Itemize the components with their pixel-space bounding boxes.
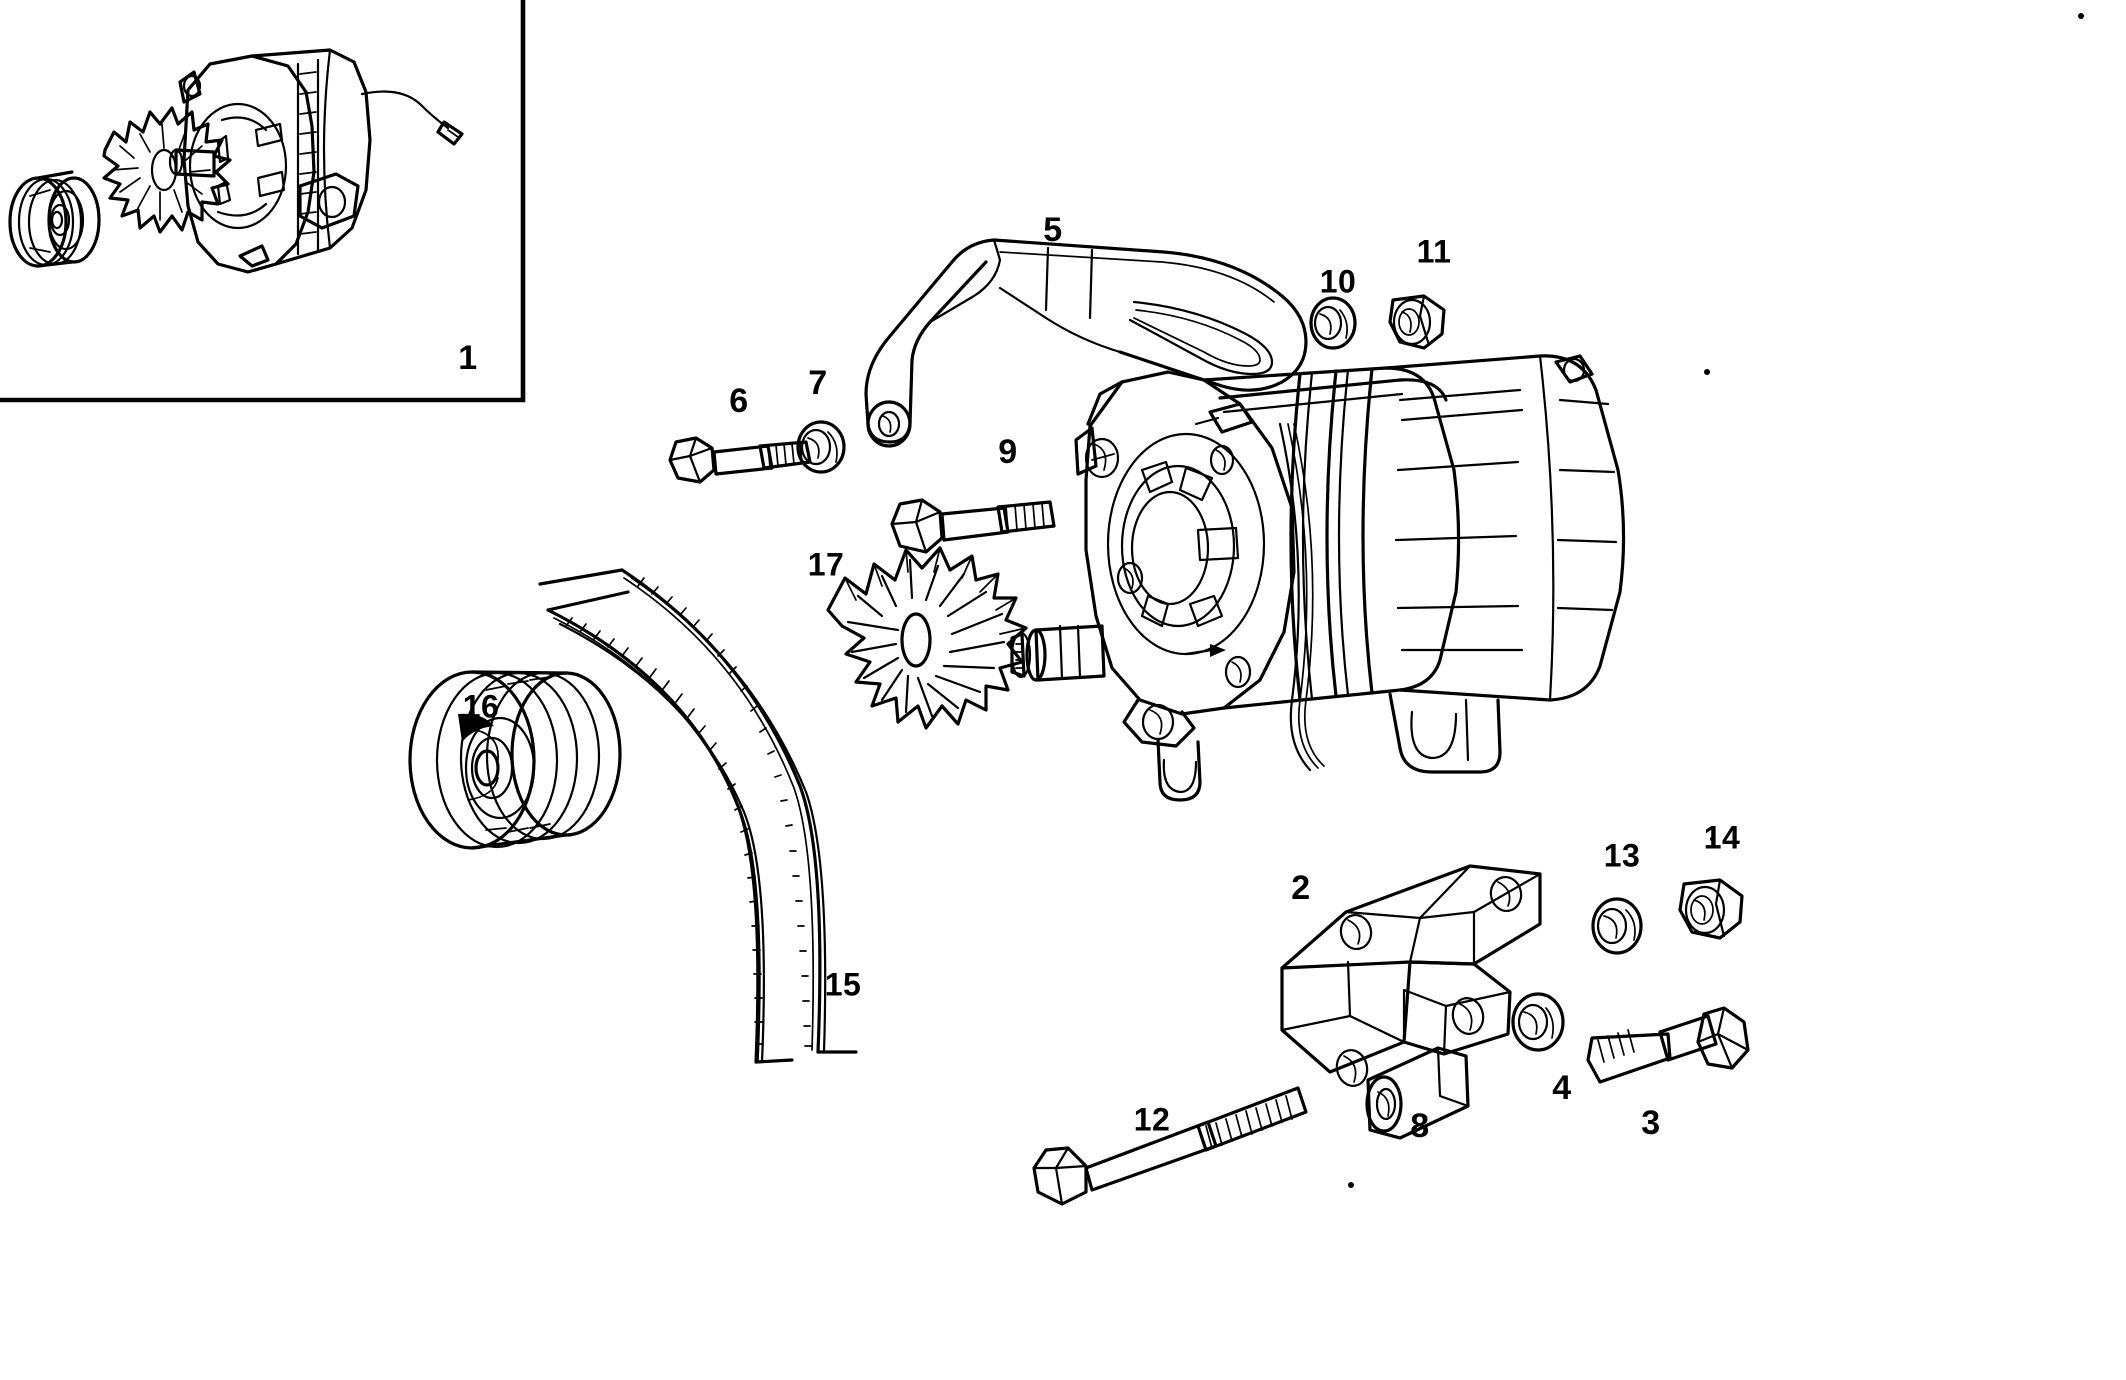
callout-15: 15 bbox=[825, 966, 862, 1002]
assembly-inset-panel bbox=[0, 0, 526, 403]
callout-1: 1 bbox=[458, 339, 477, 377]
callout-6: 6 bbox=[729, 382, 748, 420]
callout-12: 12 bbox=[1134, 1101, 1171, 1137]
callout-11: 11 bbox=[1417, 233, 1452, 269]
alternator-main-body bbox=[1010, 354, 1626, 802]
spacer-sleeve bbox=[1365, 1046, 1470, 1140]
scan-speck bbox=[1348, 1182, 1354, 1188]
callout-14: 14 bbox=[1704, 819, 1741, 855]
inset-fan bbox=[102, 106, 232, 234]
callout-labels: 1 2 3 4 5 6 7 8 9 10 11 12 13 14 15 16 1… bbox=[458, 211, 1740, 1145]
hex-bolt-short bbox=[1586, 1006, 1750, 1084]
callout-8: 8 bbox=[1410, 1107, 1429, 1145]
hex-bolt-long bbox=[1032, 1086, 1308, 1206]
adjusting-arm bbox=[864, 238, 1308, 448]
lock-washer bbox=[796, 420, 846, 474]
callout-17: 17 bbox=[808, 546, 845, 582]
callout-5: 5 bbox=[1043, 211, 1062, 249]
callout-7: 7 bbox=[808, 364, 827, 402]
callout-4: 4 bbox=[1552, 1069, 1571, 1107]
mounting-bracket bbox=[1280, 864, 1542, 1087]
scan-speck bbox=[1704, 369, 1710, 375]
hex-bolt-medium bbox=[668, 436, 812, 484]
lock-washer-rear bbox=[1591, 897, 1643, 955]
inset-pulley bbox=[8, 170, 101, 268]
callout-3: 3 bbox=[1641, 1104, 1660, 1142]
plain-washer-upper bbox=[1309, 296, 1357, 350]
plain-washer bbox=[1511, 992, 1565, 1052]
cooling-fan bbox=[826, 546, 1028, 730]
hex-nut-rear bbox=[1678, 878, 1744, 940]
crankshaft-pulley bbox=[408, 670, 622, 850]
callout-16: 16 bbox=[463, 688, 500, 724]
callout-13: 13 bbox=[1604, 837, 1641, 873]
scan-speck bbox=[2078, 13, 2084, 19]
inset-alternator-body bbox=[168, 48, 464, 274]
callout-9: 9 bbox=[998, 433, 1017, 471]
callout-10: 10 bbox=[1320, 263, 1357, 299]
hex-nut-upper bbox=[1388, 294, 1446, 350]
callout-2: 2 bbox=[1291, 869, 1310, 907]
scan-artifact-specks bbox=[1348, 13, 2084, 1188]
scan-speck bbox=[1710, 837, 1714, 841]
inset-alternator-assembly bbox=[8, 48, 464, 274]
hex-bolt-pivot bbox=[890, 498, 1056, 554]
drive-belts bbox=[538, 568, 858, 1064]
